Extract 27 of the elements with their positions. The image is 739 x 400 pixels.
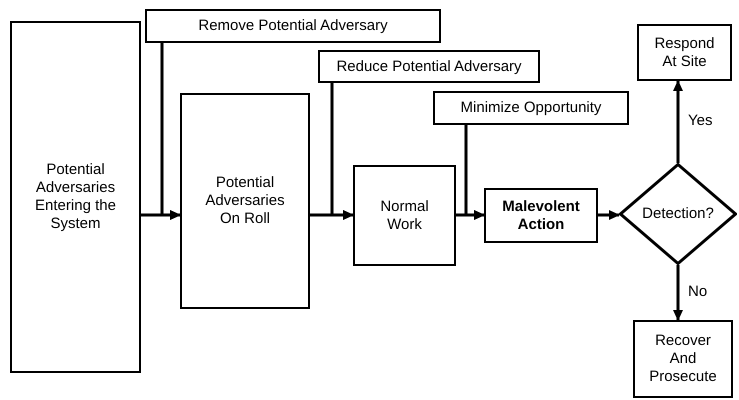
process-box [353,165,456,266]
node-text: Detection? [642,205,714,223]
arrow [598,210,620,220]
node-text: Potential Adversaries On Roll [204,174,286,228]
node-text: Remove Potential Adversary [198,17,388,35]
node-text: Reduce Potential Adversary [336,58,522,76]
process-box [637,24,732,81]
decision-diamond [619,163,737,265]
arrow [160,43,181,220]
node-text: Malevolent Action [501,198,581,234]
process-box [484,188,598,243]
node-text: Recover And Prosecute [648,332,718,386]
arrow [673,265,683,321]
process-box [318,50,540,83]
arrow [464,125,485,220]
process-box [180,93,310,309]
edge-label: No [686,282,710,300]
process-box [633,320,733,398]
node-text: Respond At Site [653,34,716,70]
process-box [433,91,629,125]
process-box [145,9,441,43]
arrow [330,83,354,220]
node-text: Normal Work [379,198,430,234]
process-box [10,21,141,373]
arrow [673,80,683,163]
node-text: Minimize Opportunity [460,99,602,117]
node-text: Potential Adversaries Entering the System [34,161,117,233]
